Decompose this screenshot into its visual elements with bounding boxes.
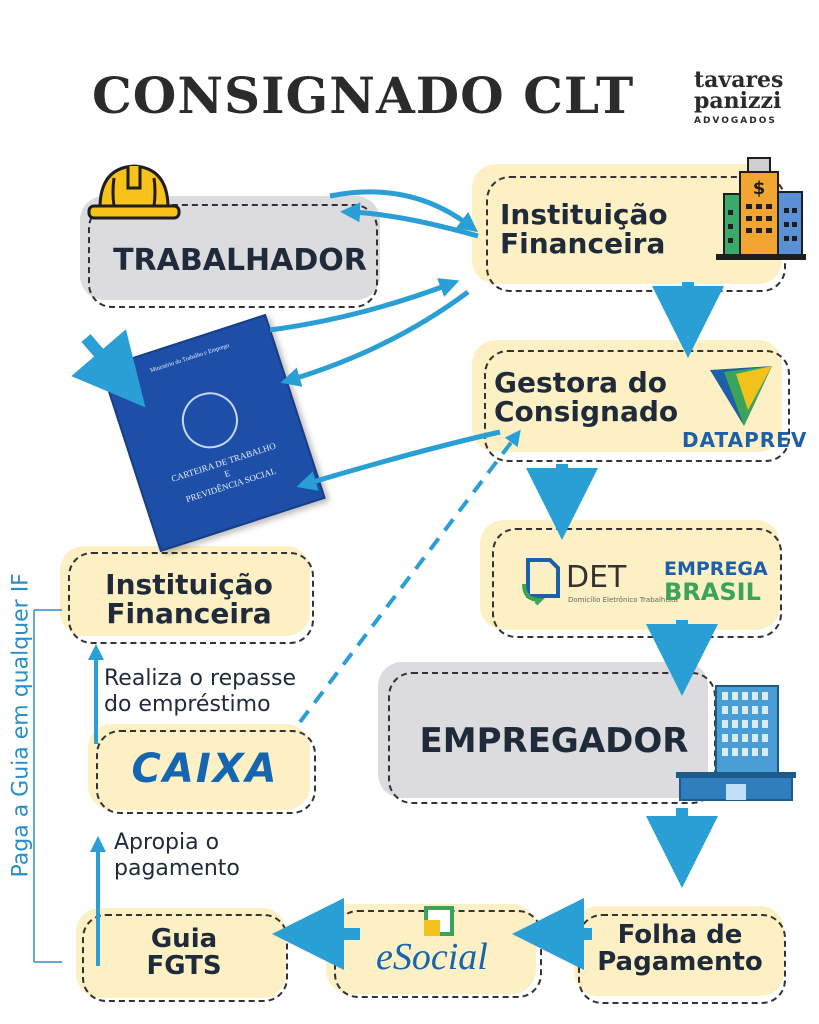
trabalhador-box-outline bbox=[88, 204, 378, 308]
repasse-line1: Realiza o repasse bbox=[104, 666, 297, 691]
guia-line2: FGTS bbox=[146, 951, 222, 982]
empregador-label: EMPREGADOR bbox=[419, 721, 689, 761]
emprega-brasil-logo: EMPREGA BRASIL bbox=[664, 558, 768, 606]
det-document-icon bbox=[522, 558, 560, 606]
svg-text:$: $ bbox=[753, 178, 766, 199]
brand-logo: tavares panizzi bbox=[694, 67, 794, 114]
apropia-line2: pagamento bbox=[114, 856, 240, 881]
caixa-box-outline bbox=[96, 730, 316, 814]
det-subtitle: Domicílio Eletrônico Trabalhista bbox=[568, 596, 678, 604]
arrow-if-to-ctps bbox=[280, 289, 470, 387]
folha-label: Folha de Pagamento bbox=[580, 920, 780, 978]
apropia-note: Apropia o pagamento bbox=[114, 830, 240, 882]
arrow-caixa-to-gestora-dashed bbox=[298, 429, 521, 724]
emprega-line1: EMPREGA bbox=[664, 558, 768, 580]
helmet-icon bbox=[87, 164, 181, 220]
office-building-icon bbox=[676, 685, 796, 801]
side-bracket bbox=[33, 609, 62, 963]
inst-fin-left-box-outline bbox=[68, 552, 314, 644]
inst-fin-top-line1: Instituição bbox=[500, 198, 668, 231]
gestora-label: Gestora do Consignado bbox=[494, 368, 678, 427]
folha-line1: Folha de bbox=[617, 920, 743, 950]
inst-fin-left-line2: Financeira bbox=[106, 597, 272, 631]
arrow-into-ctps bbox=[71, 329, 146, 408]
gestora-line2: Consignado bbox=[494, 395, 679, 429]
brand-line-2: panizzi bbox=[694, 88, 782, 114]
brand-line-1: tavares bbox=[694, 67, 784, 93]
det-wordmark: DET bbox=[566, 560, 627, 595]
repasse-line2: do empréstimo bbox=[104, 692, 271, 717]
guia-line1: Guia bbox=[150, 924, 218, 954]
inst-fin-left-box-fill bbox=[60, 546, 310, 636]
guia-label: Guia FGTS bbox=[84, 924, 284, 982]
apropia-line1: Apropia o bbox=[114, 830, 220, 855]
inst-fin-top-line2: Financeira bbox=[500, 227, 666, 261]
gestora-box-outline bbox=[484, 350, 790, 462]
arrow-trab-to-if-2 bbox=[269, 278, 460, 333]
repasse-note: Realiza o repasse do empréstimo bbox=[104, 666, 296, 718]
inst-fin-left-label: Instituição Financeira bbox=[70, 570, 308, 629]
brand-line-3: ADVOGADOS bbox=[694, 116, 777, 126]
dataprev-logo-icon bbox=[710, 366, 772, 426]
page-title: CONSIGNADO CLT bbox=[92, 66, 635, 125]
esocial-wordmark: eSocial bbox=[376, 936, 488, 978]
gestora-line1: Gestora do bbox=[494, 366, 667, 399]
folha-line2: Pagamento bbox=[597, 947, 763, 978]
inst-fin-top-label: Instituição Financeira bbox=[500, 200, 668, 259]
esocial-square-icon bbox=[424, 906, 454, 936]
det-box-outline bbox=[492, 528, 782, 638]
inst-fin-left-line1: Instituição bbox=[105, 568, 273, 601]
caixa-logo: CAIXA bbox=[131, 746, 279, 792]
dataprev-wordmark: DATAPREV bbox=[682, 428, 808, 452]
arrow-trab-to-if-1 bbox=[329, 189, 478, 233]
arrow-gestora-to-ctps bbox=[296, 429, 501, 491]
guia-box-fill bbox=[76, 908, 286, 998]
caixa-box-fill bbox=[88, 724, 310, 810]
trabalhador-label: TRABALHADOR bbox=[113, 243, 367, 278]
bank-buildings-icon: $ bbox=[716, 157, 806, 260]
folha-box-fill bbox=[574, 906, 784, 996]
emprega-line2: BRASIL bbox=[664, 577, 761, 606]
arrow-if-to-trab bbox=[340, 202, 479, 239]
